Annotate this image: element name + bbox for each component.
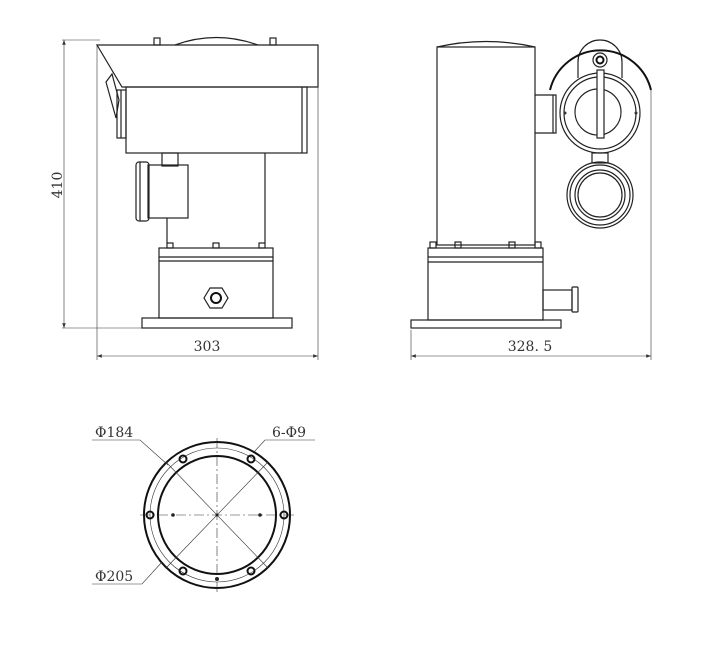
hole-spec-label: 6-Φ9: [272, 425, 306, 441]
inner-diameter-label: Φ184: [95, 425, 133, 441]
camera-housing: [95, 36, 319, 154]
front-view: 328. 5: [410, 39, 652, 360]
mounting-holes: [145, 454, 289, 576]
side-view: 410 303: [50, 36, 319, 360]
width-dimension-label: 328. 5: [508, 339, 553, 355]
side-motor-box: [135, 161, 189, 222]
base-flange-view: Φ184 6-Φ9 Φ205: [92, 425, 315, 592]
outer-diameter-label: Φ205: [95, 569, 133, 585]
height-dimension-label: 410: [50, 172, 66, 199]
width-dimension-label: 303: [194, 339, 221, 355]
wiper: [105, 72, 120, 119]
base-box: [141, 247, 293, 329]
cable-gland-icon: [203, 287, 229, 309]
